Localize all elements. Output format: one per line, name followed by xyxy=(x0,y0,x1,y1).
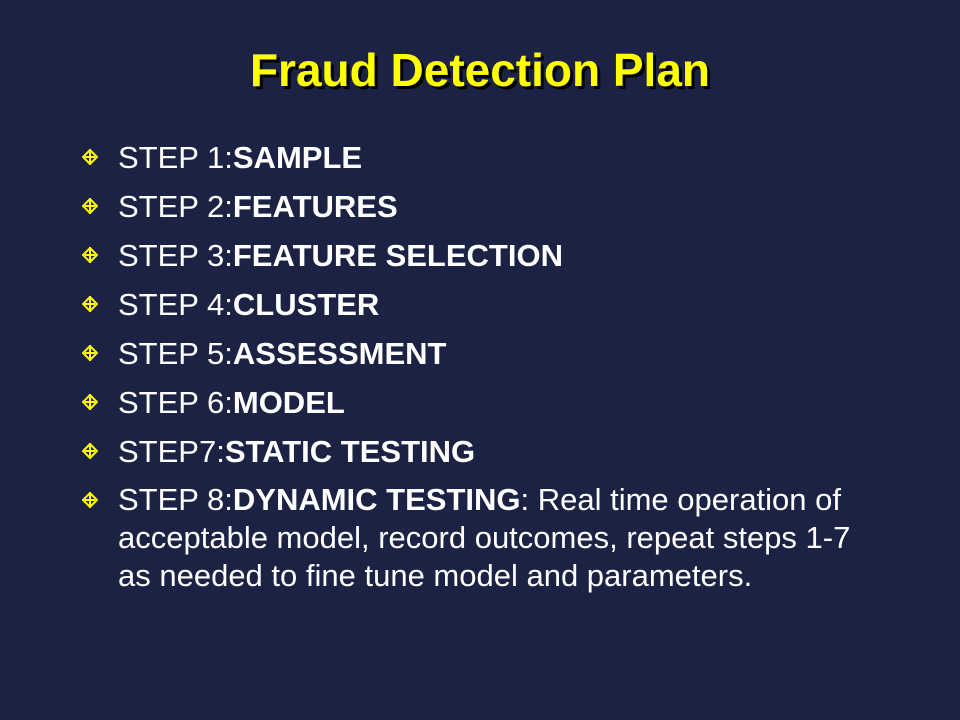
step-rest: : Real time operation of acceptable mode… xyxy=(118,482,851,593)
step-prefix: STEP7: xyxy=(118,434,225,469)
diamond-crosshair-icon xyxy=(82,345,98,361)
diamond-crosshair-icon xyxy=(82,492,98,508)
step-label: STATIC TESTING xyxy=(224,434,476,469)
diamond-crosshair-icon xyxy=(82,198,98,214)
step-prefix: STEP 4: xyxy=(118,287,233,322)
diamond-crosshair-icon xyxy=(82,296,98,312)
diamond-crosshair-icon xyxy=(82,247,98,263)
step-item: STEP 2:FEATURES xyxy=(82,187,882,227)
step-label: MODEL xyxy=(232,385,345,420)
step-list: STEP 1:SAMPLE STEP 2:FEATURES STEP 3:FEA… xyxy=(82,138,882,604)
step-label: FEATURE SELECTION xyxy=(232,238,563,273)
step-label: CLUSTER xyxy=(232,287,380,322)
step-prefix: STEP 1: xyxy=(118,140,233,175)
diamond-crosshair-icon xyxy=(82,149,98,165)
step-prefix: STEP 5: xyxy=(118,336,233,371)
step-prefix: STEP 6: xyxy=(118,385,233,420)
step-item: STEP7:STATIC TESTING xyxy=(82,432,882,472)
diamond-crosshair-icon xyxy=(82,443,98,459)
step-item: STEP 5:ASSESSMENT xyxy=(82,334,882,374)
slide-title: Fraud Detection Plan xyxy=(249,44,711,96)
step-item: STEP 4:CLUSTER xyxy=(82,285,882,325)
step-label: SAMPLE xyxy=(232,140,363,175)
step-item: STEP 8:DYNAMIC TESTING: Real time operat… xyxy=(82,481,882,595)
step-item: STEP 6:MODEL xyxy=(82,383,882,423)
step-prefix: STEP 8: xyxy=(118,482,233,517)
step-label: ASSESSMENT xyxy=(232,336,447,371)
step-prefix: STEP 2: xyxy=(118,189,233,224)
step-item: STEP 1:SAMPLE xyxy=(82,138,882,178)
step-label: DYNAMIC TESTING xyxy=(232,482,521,517)
diamond-crosshair-icon xyxy=(82,394,98,410)
step-prefix: STEP 3: xyxy=(118,238,233,273)
step-label: FEATURES xyxy=(232,189,398,224)
step-item: STEP 3:FEATURE SELECTION xyxy=(82,236,882,276)
